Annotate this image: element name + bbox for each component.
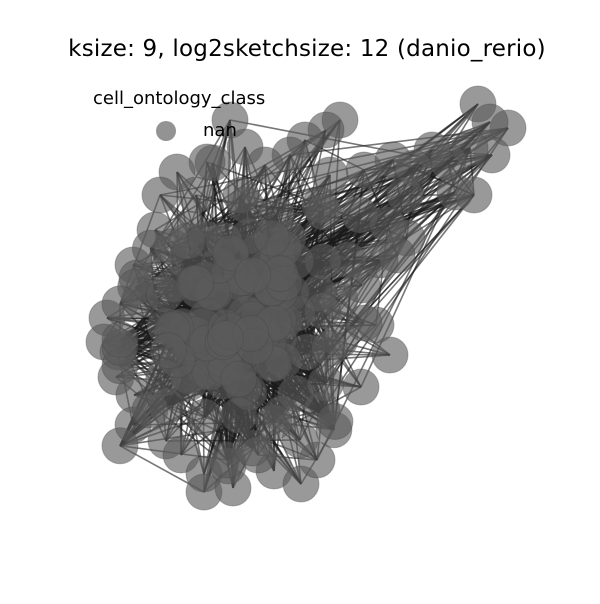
- graph-node: [305, 194, 341, 230]
- graph-node: [142, 177, 178, 213]
- graph-node: [362, 242, 398, 278]
- graph-node: [256, 404, 292, 440]
- graph-node: [150, 333, 186, 369]
- graph-node: [221, 361, 257, 397]
- graph-node: [187, 399, 223, 435]
- graph-node: [346, 152, 382, 188]
- graph-node: [178, 265, 214, 301]
- graph-node: [221, 397, 257, 433]
- graph-node: [208, 320, 244, 356]
- graph-node: [247, 147, 283, 183]
- plot-title: ksize: 9, log2sketchsize: 12 (danio_reri…: [0, 36, 600, 62]
- graph-node: [312, 330, 348, 366]
- legend-title: cell_ontology_class: [93, 88, 265, 109]
- graph-node: [342, 197, 378, 233]
- graph-node: [146, 276, 182, 312]
- graph-node: [254, 220, 290, 256]
- graph-node: [102, 428, 138, 464]
- legend-marker-nan: [156, 121, 176, 141]
- graph-node: [223, 177, 259, 213]
- graph-node: [235, 257, 271, 293]
- graph-node: [317, 404, 353, 440]
- graph-nodes: [86, 86, 526, 510]
- graph-node: [178, 177, 214, 213]
- graph-node: [304, 293, 340, 329]
- graph-node: [149, 388, 185, 424]
- legend-label-nan: nan: [203, 120, 237, 141]
- graph-node: [102, 322, 138, 358]
- graph-node: [452, 130, 488, 166]
- graph-node: [102, 286, 138, 322]
- graph-node: [343, 369, 379, 405]
